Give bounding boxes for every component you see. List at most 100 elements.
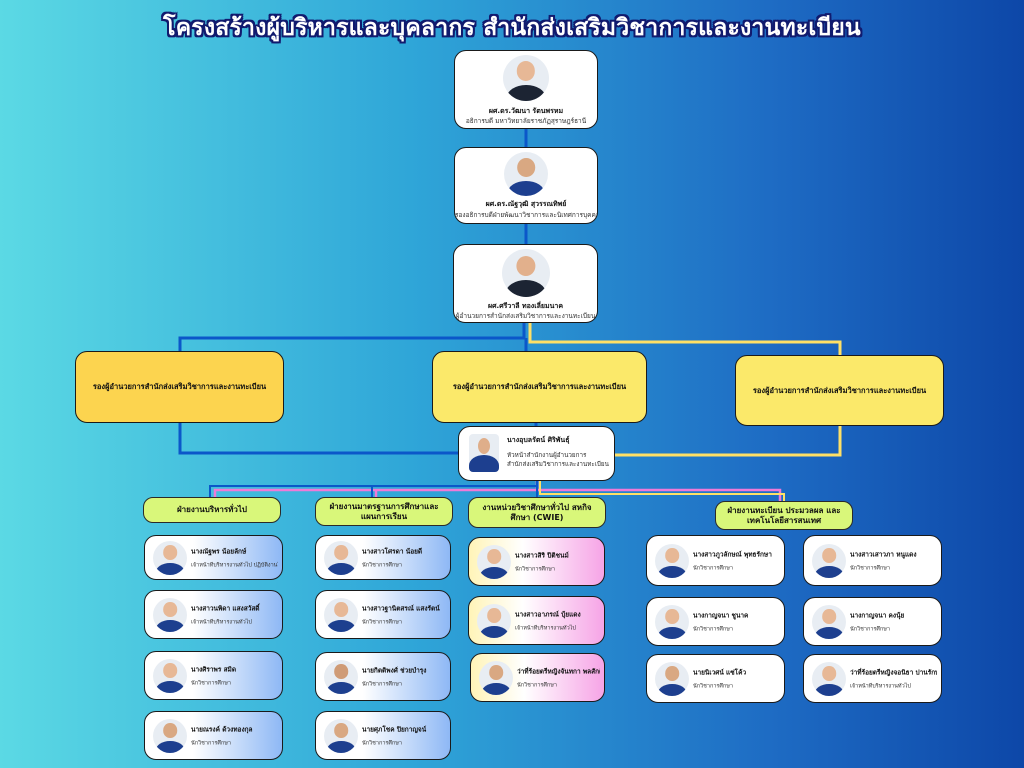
staff-position: นักวิชาการศึกษา: [850, 565, 890, 571]
staff-name: นางสาวโศรดา น้อยดี: [362, 547, 423, 555]
avatar: [479, 660, 513, 695]
staff-position: นักวิชาการศึกษา: [517, 682, 557, 688]
connector-blue-left: [209, 480, 538, 498]
office-head-card: นางอุบลรัตน์ ศิริพันธุ์ หัวหน้าสำนักงานผ…: [458, 426, 615, 481]
staff-position: นักวิชาการศึกษา: [362, 562, 402, 568]
staff-card: นางสาวสิริ ปิติชนม์นักวิชาการศึกษา: [468, 537, 605, 586]
connector-to-deputy-1: [178, 320, 526, 353]
executive-position: ผู้อำนวยการสำนักส่งเสริมวิชาการและงานทะเ…: [455, 312, 596, 320]
staff-name: นายศุภโชค ปิยกาญจน์: [362, 725, 427, 733]
avatar: [812, 661, 846, 696]
avatar: [477, 544, 511, 579]
division-education-standards: ฝ่ายงานมาตรฐานการศึกษาและแผนการเรียน: [315, 497, 453, 526]
staff-card: นางสาวฐานิตสรณ์ แสงรัตน์นักวิชาการศึกษา: [315, 590, 451, 639]
avatar: [501, 249, 550, 297]
staff-card: นายกิตติพงศ์ ช่วยบำรุงนักวิชาการศึกษา: [315, 652, 451, 701]
deputy-label: รองผู้อำนวยการสำนักส่งเสริมวิชาการและงาน…: [752, 385, 927, 395]
page-title: โครงสร้างผู้บริหารและบุคลากร สำนักส่งเสร…: [163, 15, 861, 41]
staff-card: นางสาวอาภรณ์ บุ้ยแดงเจ้าหน้าที่บริหารงาน…: [468, 596, 605, 645]
staff-position: นักวิชาการศึกษา: [191, 680, 231, 686]
division-general-admin: ฝ่ายงานบริหารทั่วไป: [143, 497, 281, 523]
staff-position: นักวิชาการศึกษา: [693, 626, 733, 632]
staff-name: นางสาวนพิดา แสงสวัสดิ์: [191, 604, 260, 612]
connector-deputy1-office: [178, 422, 459, 455]
deputy-director-box-1: รองผู้อำนวยการสำนักส่งเสริมวิชาการและงาน…: [75, 351, 284, 423]
office-head-name: นางอุบลรัตน์ ศิริพันธุ์: [507, 436, 570, 444]
staff-card: นางสาวนพิดา แสงสวัสดิ์เจ้าหน้าที่บริหารง…: [144, 590, 283, 639]
executive-name: ผศ.ดร.ณัฐวุฒิ สุวรรณทิพย์: [485, 200, 567, 208]
staff-card: ว่าที่ร้อยตรีหญิงจอนิธา ปานรักษ์เจ้าหน้า…: [803, 654, 942, 703]
executive-card-rector: ผศ.ดร.วัฒนา รัตนพรหม อธิการบดี มหาวิทยาล…: [454, 50, 598, 129]
avatar: [324, 718, 358, 753]
staff-position: นักวิชาการศึกษา: [362, 681, 402, 687]
avatar: [153, 718, 187, 753]
staff-position: เจ้าหน้าที่บริหารงานทั่วไป ปฏิบัติงานในห…: [191, 562, 278, 568]
staff-name: นางสาวอาภรณ์ บุ้ยแดง: [515, 610, 581, 618]
staff-name: นางกาญจนา คงนุ้ย: [850, 611, 905, 619]
executive-name: ผศ.ดร.วัฒนา รัตนพรหม: [488, 107, 564, 115]
connector-pink-right: [537, 488, 782, 502]
deputy-director-box-2: รองผู้อำนวยการสำนักส่งเสริมวิชาการและงาน…: [432, 351, 647, 423]
staff-name: นางกาญจนา ชูนาค: [693, 611, 749, 619]
avatar: [153, 597, 187, 632]
staff-position: นักวิชาการศึกษา: [693, 683, 733, 689]
office-head-position: หัวหน้าสำนักงานผู้อำนวยการ สำนักส่งเสริม…: [507, 452, 609, 468]
staff-card: นางสาวโศรดา น้อยดีนักวิชาการศึกษา: [315, 535, 451, 580]
staff-position: นักวิชาการศึกษา: [515, 566, 555, 572]
staff-position: เจ้าหน้าที่บริหารงานทั่วไป: [515, 625, 576, 631]
avatar: [655, 661, 689, 696]
staff-position: นักวิชาการศึกษา: [693, 565, 733, 571]
staff-name: นางสาวภูวลักษณ์ พุทธรักษา: [693, 550, 772, 558]
avatar: [469, 434, 499, 472]
staff-name: นางสาวสิริ ปิติชนม์: [515, 551, 569, 559]
staff-name: ว่าที่ร้อยตรีหญิงจอนิธา ปานรักษ์: [850, 668, 937, 676]
avatar: [812, 543, 846, 578]
avatar: [655, 604, 689, 639]
avatar: [324, 597, 358, 632]
staff-position: เจ้าหน้าที่บริหารงานทั่วไป: [850, 683, 911, 689]
staff-position: นักวิชาการศึกษา: [850, 626, 890, 632]
avatar: [324, 659, 358, 694]
connector-deputy3-office: [614, 425, 842, 457]
staff-card: นายนิเวศน์ แซ่โค้วนักวิชาการศึกษา: [646, 654, 785, 703]
staff-position: นักวิชาการศึกษา: [362, 619, 402, 625]
staff-card: นายศุภโชค ปิยกาญจน์นักวิชาการศึกษา: [315, 711, 451, 760]
avatar: [504, 152, 548, 196]
avatar: [153, 540, 187, 575]
staff-name: นางสาวเสาวภา หนูแดง: [850, 550, 917, 558]
division-registration-it: ฝ่ายงานทะเบียน ประมวลผล และเทคโนโลยีสารส…: [715, 501, 853, 530]
staff-name: นางสาวฐานิตสรณ์ แสงรัตน์: [362, 604, 440, 612]
staff-card: นางสาวเสาวภา หนูแดงนักวิชาการศึกษา: [803, 535, 942, 586]
deputy-label: รองผู้อำนวยการสำนักส่งเสริมวิชาการและงาน…: [92, 382, 267, 391]
staff-name: นายกิตติพงศ์ ช่วยบำรุง: [362, 666, 427, 674]
staff-card: นางกาญจนา ชูนาคนักวิชาการศึกษา: [646, 597, 785, 646]
staff-card: นางศิราพร สมิดนักวิชาการศึกษา: [144, 651, 283, 700]
staff-position: นักวิชาการศึกษา: [362, 740, 402, 746]
avatar: [153, 658, 187, 693]
executive-position: อธิการบดี มหาวิทยาลัยราชภัฏสุราษฎร์ธานี: [465, 117, 587, 125]
staff-card: นายณรงค์ ด้วงทองกุลนักวิชาการศึกษา: [144, 711, 283, 760]
deputy-director-box-3: รองผู้อำนวยการสำนักส่งเสริมวิชาการและงาน…: [735, 355, 944, 426]
staff-name: ว่าที่ร้อยตรีหญิงจันทกา พลสักดี: [517, 667, 600, 675]
executive-card-director: ผศ.ศรีวาลี ทองเลี่ยมนาค ผู้อำนวยการสำนัก…: [453, 244, 598, 323]
avatar: [503, 55, 549, 101]
connector-to-deputy-3: [528, 320, 842, 356]
staff-card: ว่าที่ร้อยตรีหญิงจันทกา พลสักดีนักวิชากา…: [470, 653, 605, 702]
staff-card: นางกาญจนา คงนุ้ยนักวิชาการศึกษา: [803, 597, 942, 646]
avatar: [812, 604, 846, 639]
staff-position: เจ้าหน้าที่บริหารงานทั่วไป: [191, 619, 252, 625]
staff-name: นางณัฐพร น้อยลักษ์: [191, 547, 247, 555]
staff-card: นางสาวภูวลักษณ์ พุทธรักษานักวิชาการศึกษา: [646, 535, 785, 586]
avatar: [324, 540, 358, 575]
staff-name: นายนิเวศน์ แซ่โค้ว: [693, 668, 747, 676]
connector-yellow-right: [539, 480, 785, 502]
executive-card-vice-rector: ผศ.ดร.ณัฐวุฒิ สุวรรณทิพย์ รองอธิการบดีฝ่…: [454, 147, 598, 224]
staff-card: นางณัฐพร น้อยลักษ์เจ้าหน้าที่บริหารงานทั…: [144, 535, 283, 580]
avatar: [655, 543, 689, 578]
division-general-education-cwie: งานหน่วยวิชาศึกษาทั่วไป สหกิจศึกษา (CWIE…: [468, 497, 606, 528]
staff-name: นางศิราพร สมิด: [191, 665, 237, 673]
executive-name: ผศ.ศรีวาลี ทองเลี่ยมนาค: [487, 302, 564, 310]
deputy-label: รองผู้อำนวยการสำนักส่งเสริมวิชาการและงาน…: [452, 382, 627, 391]
staff-position: นักวิชาการศึกษา: [191, 740, 231, 746]
